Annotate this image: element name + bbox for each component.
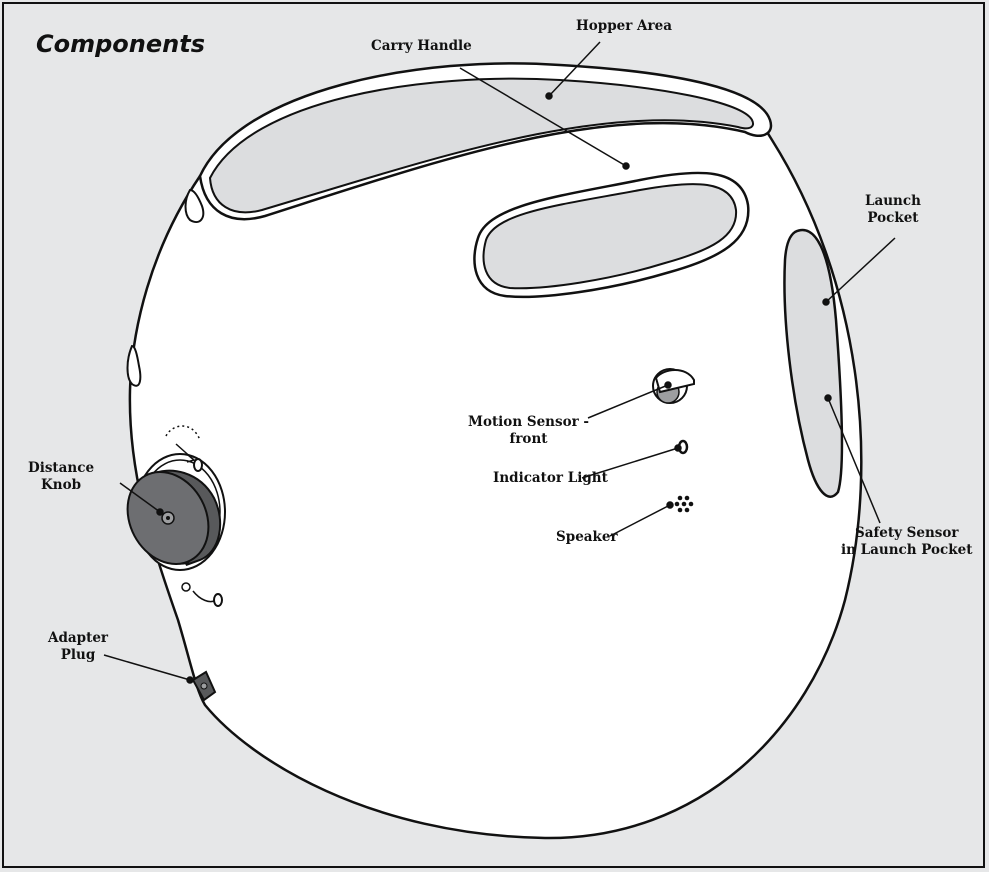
label-adapter-plug: Adapter Plug bbox=[48, 630, 108, 664]
label-safety-sensor-line1: Safety Sensor bbox=[841, 525, 972, 542]
label-hopper-area: Hopper Area bbox=[576, 18, 672, 35]
label-distance-knob-line1: Distance bbox=[28, 460, 94, 477]
label-distance-knob-line2: Knob bbox=[28, 477, 94, 494]
label-motion-sensor: Motion Sensor - front bbox=[468, 414, 589, 448]
label-adapter-plug-line1: Adapter bbox=[48, 630, 108, 647]
page-title: Components bbox=[36, 30, 205, 58]
label-adapter-plug-line2: Plug bbox=[48, 647, 108, 664]
label-speaker: Speaker bbox=[556, 529, 618, 546]
label-launch-pocket-line2: Pocket bbox=[865, 210, 921, 227]
label-safety-sensor-line2: in Launch Pocket bbox=[841, 542, 972, 559]
label-distance-knob: Distance Knob bbox=[28, 460, 94, 494]
label-motion-sensor-line1: Motion Sensor - bbox=[468, 414, 589, 431]
label-launch-pocket: Launch Pocket bbox=[865, 193, 921, 227]
label-launch-pocket-line1: Launch bbox=[865, 193, 921, 210]
label-safety-sensor: Safety Sensor in Launch Pocket bbox=[841, 525, 972, 559]
label-carry-handle: Carry Handle bbox=[371, 38, 472, 55]
label-indicator-light: Indicator Light bbox=[493, 470, 608, 487]
label-motion-sensor-line2: front bbox=[468, 431, 589, 448]
